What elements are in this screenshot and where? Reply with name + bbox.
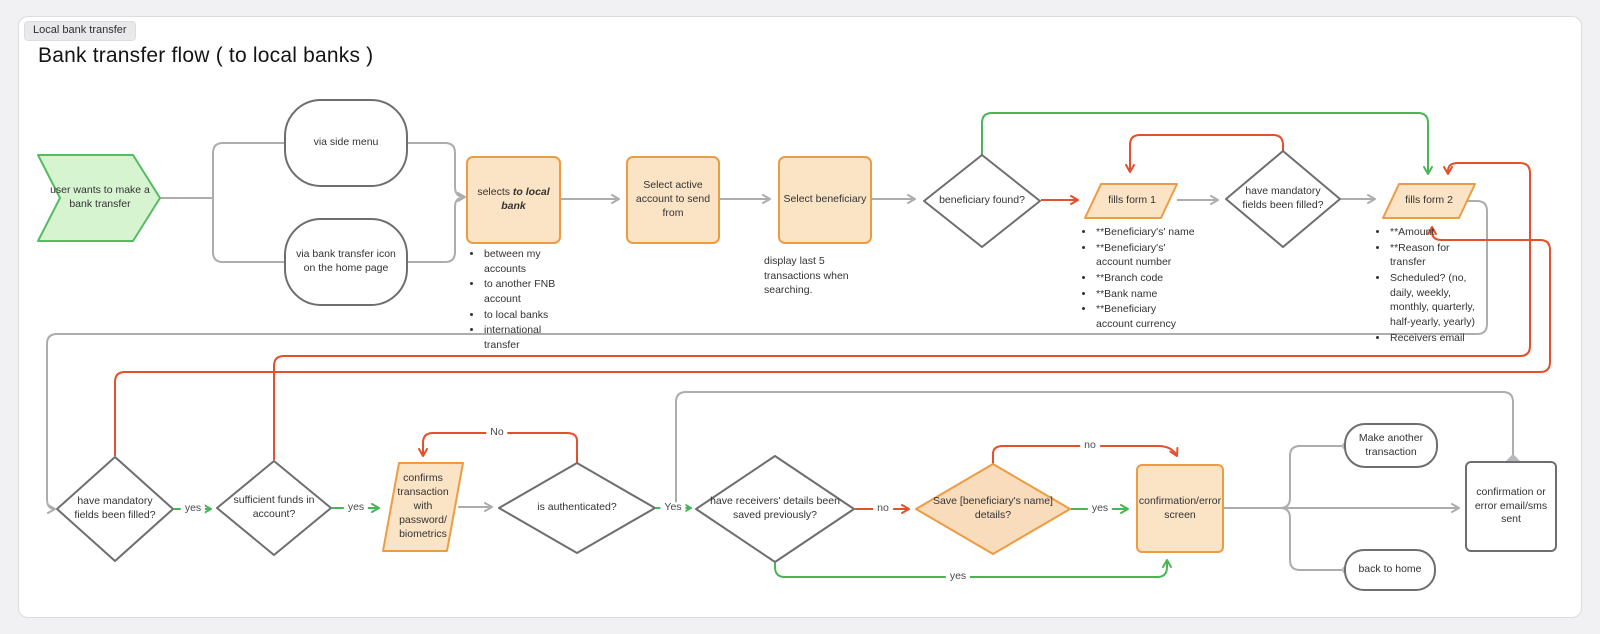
connector-funds-no-form2 [273,162,1531,460]
make-another-label: Make another transaction [1358,432,1424,458]
back-to-home-shape[interactable] [1344,549,1436,591]
fills-form-2-shape[interactable] [1382,183,1476,219]
save-details-shape[interactable] [915,463,1071,555]
form2-fields-note[interactable]: **Amount**Reason for transferScheduled? … [1376,225,1483,347]
save-details-label: Save [beneficiary's name] details? [933,495,1053,521]
selects-local-label: selects to local bank [471,160,556,240]
confirmation-screen-shape[interactable] [1136,464,1224,553]
via-side-menu-shape[interactable] [284,99,408,187]
receivers-saved-shape[interactable] [695,455,855,563]
connector-merge-bottom [407,197,462,263]
confirms-transaction-label: confirms transaction with password/ biom… [397,472,449,540]
make-another-shape[interactable] [1344,423,1438,468]
connector-receivers-yes [774,559,1172,578]
mandatory-bottom-shape[interactable] [56,456,174,562]
transfer-types-note[interactable]: between my accountsto another FNB accoun… [470,247,573,354]
connector-merge-top [407,142,466,202]
is-authenticated-label: is authenticated? [537,501,617,514]
connector-start-branch [212,142,287,263]
mandatory-bottom-label: have mandatory fields been filled? [74,495,156,521]
selects-local-shape[interactable] [466,156,561,244]
beneficiary-found-label: beneficiary found? [939,194,1025,207]
connector-form2-bottomdiamond [46,200,1488,514]
connector-mandatorytop-no-form1 [1125,134,1284,173]
label-receivers-no: no [873,503,893,515]
connector-screen-makeanother [1279,445,1342,509]
label-mandatory-yes: yes [180,503,206,515]
select-account-label: Select active account to send from [635,179,711,219]
mandatory-top-label: have mandatory fields been filled? [1242,185,1324,211]
start-shape[interactable] [37,154,161,242]
connector-screen-backhome [1279,507,1342,571]
label-funds-yes: yes [343,502,369,514]
beneficiary-found-shape[interactable] [923,154,1041,248]
via-side-menu-label: via side menu [313,136,379,149]
form1-fields-note[interactable]: **Beneficiary's' name**Beneficiary's' ac… [1082,225,1195,333]
selects-local-em: to local bank [501,186,550,212]
label-receivers-yes: yes [945,571,971,583]
email-sent-shape[interactable] [1465,461,1557,552]
fills-form-2-label: fills form 2 [1405,193,1453,206]
back-to-home-label: back to home [1358,563,1422,576]
confirmation-screen-label: confirmation/error screen [1138,494,1222,521]
connector-mandatorybottom-no-form2 [114,226,1551,456]
connector-save-no-screen [992,445,1179,464]
connector-found-yes-form2 [981,112,1433,175]
sufficient-funds-shape[interactable] [216,460,332,556]
label-save-yes: yes [1087,503,1113,515]
label-auth-no: No [486,427,508,439]
receivers-saved-label: have receivers' details been saved previ… [710,495,840,521]
fills-form-1-label: fills form 1 [1108,193,1156,206]
section-tab[interactable]: Local bank transfer [24,21,136,42]
is-authenticated-shape[interactable] [498,462,656,554]
fills-form-1-shape[interactable] [1084,183,1178,219]
label-save-no: no [1080,440,1100,452]
confirms-transaction-shape[interactable] [382,462,464,552]
selects-local-prefix: selects [477,186,513,199]
start-label: user wants to make a bank transfer [50,184,150,210]
email-sent-label: confirmation or error email/sms sent [1474,485,1548,526]
select-beneficiary-label: Select beneficiary [783,193,867,206]
via-icon-label: via bank transfer icon on the home page [296,248,396,274]
select-beneficiary-shape[interactable] [778,156,872,244]
select-account-shape[interactable] [626,156,720,244]
connector-auth-emailrect [675,391,1514,508]
mandatory-top-shape[interactable] [1225,150,1341,248]
sufficient-funds-label: sufficient funds in account? [233,494,315,520]
page-title[interactable]: Bank transfer flow ( to local banks ) [38,44,374,67]
via-icon-shape[interactable] [284,218,408,306]
beneficiary-note[interactable]: display last 5 transactions when searchi… [764,255,849,297]
label-auth-yes: Yes [660,502,686,514]
